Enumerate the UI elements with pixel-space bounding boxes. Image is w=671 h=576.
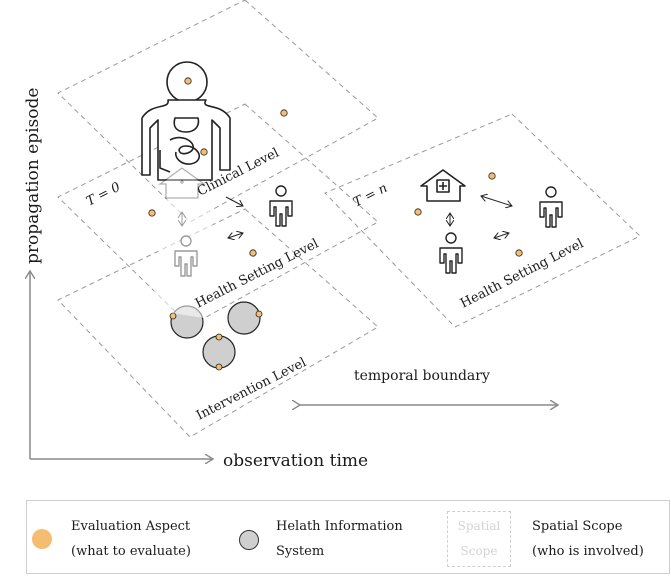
vertical-axis-label: propagation episode [23,88,43,264]
intervention-level-plane [57,208,379,438]
legend-his-text: Helath Information System [276,514,403,564]
legend-scope-box-line1: Spatial [457,519,501,533]
legend-scope-box-line2: Scope [460,544,498,558]
hospital-icon-tn [420,169,466,202]
health-setting-plane-tn [324,113,641,328]
legend-his-line2: System [276,544,325,559]
time-label-tn: T = n [351,181,390,211]
person-icon [269,185,293,227]
relation-arrows [182,196,512,238]
legend: Evaluation Aspect (what to evaluate) Hel… [26,500,670,574]
horizontal-axis-label: observation time [223,451,368,471]
his-disc-icon [170,301,261,369]
his-swatch [239,530,259,550]
health-setting-label-t0: Health Setting Level [193,236,321,311]
legend-scope-text: Spatial Scope (who is involved) [532,514,644,564]
legend-scope-line1: Spatial Scope [532,519,623,534]
legend-scope-line2: (who is involved) [532,544,644,559]
person-icon [439,232,463,274]
legend-evaluation-line1: Evaluation Aspect [71,519,191,534]
health-setting-plane-t0 [57,103,379,327]
legend-his-line1: Helath Information [276,519,403,534]
time-label-t0: T = 0 [84,180,123,210]
legend-evaluation-line2: (what to evaluate) [71,544,191,559]
projection-highlight [152,199,215,318]
health-setting-label-tn: Health Setting Level [458,236,586,311]
evaluation-aspect-swatch [32,529,52,549]
axes [30,271,558,459]
spatial-scope-swatch: Spatial Scope [447,511,511,567]
person-icon [539,186,563,228]
temporal-boundary-label: temporal boundary [354,368,490,384]
his-evaluation-dots [169,310,263,371]
legend-evaluation-text: Evaluation Aspect (what to evaluate) [71,514,191,564]
evaluation-aspect-dots [148,77,523,257]
clinical-level-plane [57,0,379,223]
hospital-icon [158,167,206,199]
